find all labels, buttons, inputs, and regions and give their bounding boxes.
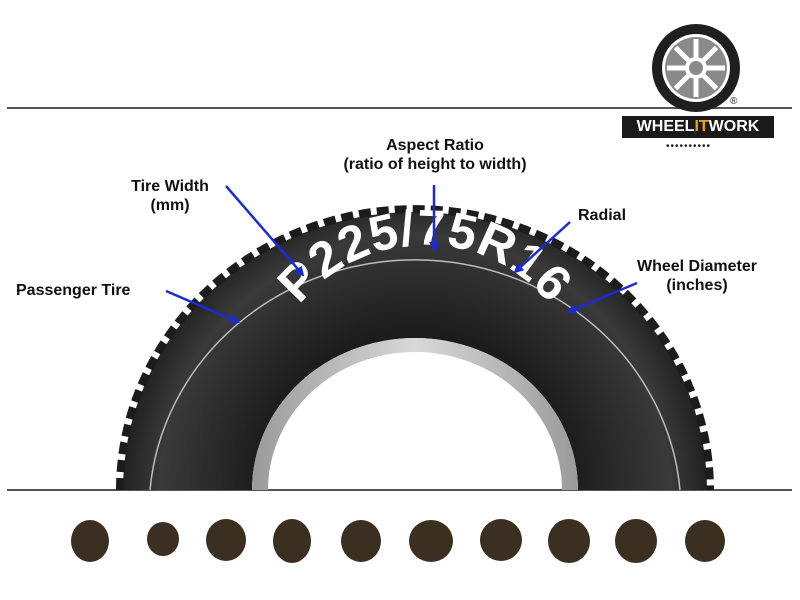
brand-wordmark: WHEELITWORK	[622, 116, 774, 138]
tread-marks	[71, 519, 725, 563]
label-tire-width: Tire Width (mm)	[118, 177, 222, 215]
label-radial: Radial	[578, 207, 627, 224]
sidewall-line	[149, 259, 681, 491]
tread-mark-icon	[273, 519, 311, 563]
label-passenger-tire: Passenger Tire	[16, 282, 131, 299]
label-aspect-ratio-line2: (ratio of height to width)	[343, 156, 527, 173]
tread-mark-icon	[71, 520, 109, 562]
label-aspect-ratio-line1: Aspect Ratio	[386, 137, 484, 154]
label-tire-width-line1: Tire Width	[131, 178, 209, 195]
tread-mark-icon	[409, 520, 453, 562]
top-divider	[7, 107, 792, 109]
brand-word-part1: WHEEL	[636, 118, 695, 135]
brand-word-part3: WORK	[708, 118, 760, 135]
tread-mark-icon	[206, 519, 246, 561]
arrow-passenger-tire	[165, 289, 240, 324]
registered-mark: ®	[730, 96, 738, 107]
arrow-radial	[513, 221, 571, 274]
tread-mark-icon	[548, 519, 590, 563]
arrow-tire-width	[225, 185, 305, 277]
tread-mark-icon	[685, 520, 725, 562]
arrow-wheel-diameter	[566, 281, 638, 314]
ground-line	[7, 489, 792, 491]
brand-logo: ® WHEELITWORK ••••••••••	[622, 22, 774, 152]
label-wheel-diameter-line1: Wheel Diameter	[636, 258, 758, 275]
wheel-logo-icon	[652, 24, 740, 112]
tread-mark-icon	[341, 520, 381, 562]
tread-mark-icon	[147, 522, 179, 556]
label-aspect-ratio: Aspect Ratio (ratio of height to width)	[315, 136, 555, 174]
tire-tread-edge	[116, 205, 714, 491]
brand-dots: ••••••••••	[666, 141, 712, 152]
tread-mark-icon	[480, 519, 522, 561]
label-wheel-diameter: Wheel Diameter (inches)	[620, 257, 774, 295]
tread-mark-icon	[615, 519, 657, 563]
tire-body	[123, 212, 707, 490]
label-wheel-diameter-line2: (inches)	[666, 277, 728, 294]
label-tire-width-line2: (mm)	[150, 197, 190, 214]
brand-word-part2: IT	[694, 118, 709, 135]
